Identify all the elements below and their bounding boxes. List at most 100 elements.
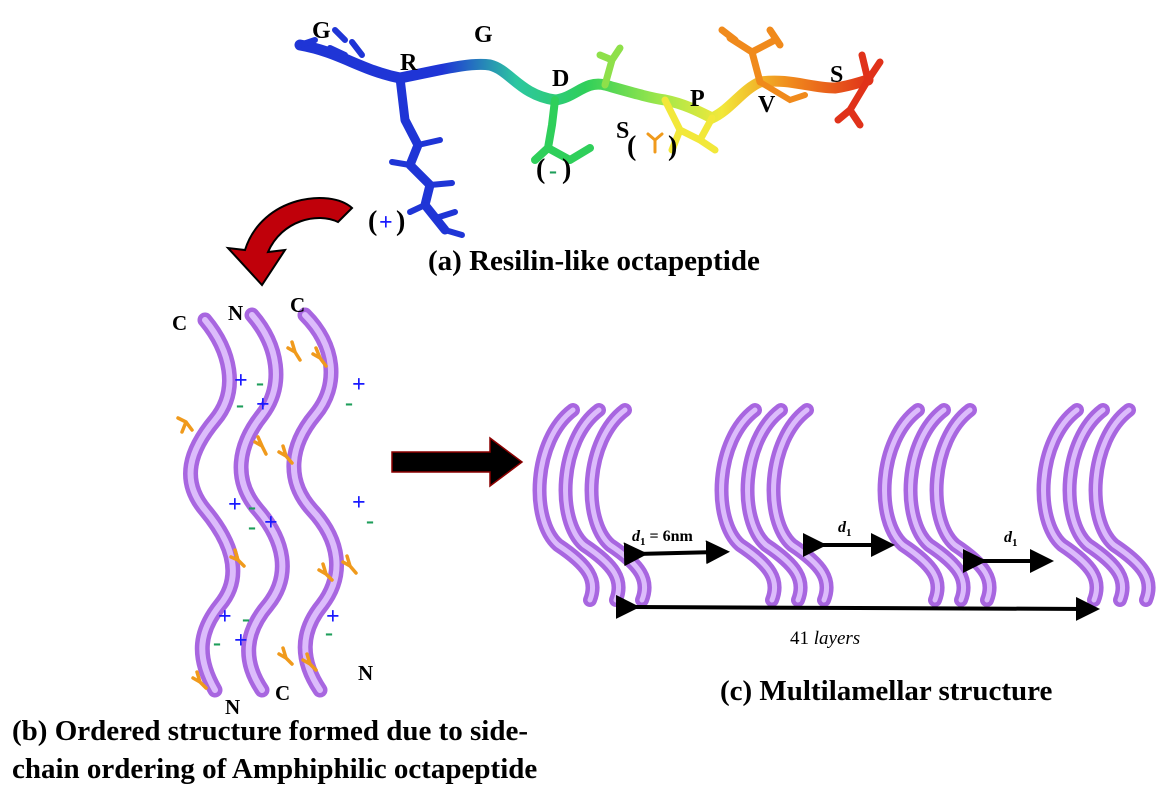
lamella-fiber-highlight xyxy=(537,407,596,603)
residue-label: G xyxy=(312,18,331,44)
hydrophobic-icon xyxy=(176,416,194,434)
spacing-label: d1 xyxy=(838,519,852,539)
hydrophobic-icon xyxy=(646,132,664,154)
lamella-fiber-highlight xyxy=(908,407,967,603)
valine-side-chain xyxy=(718,26,784,86)
positive-charge-symbol: + xyxy=(379,210,393,236)
residue-label: R xyxy=(400,50,418,76)
layers-span-arrow xyxy=(615,594,1100,621)
residue-label: G xyxy=(474,22,493,48)
layers-word: layers xyxy=(814,628,860,649)
hydrophobic-paren: ) xyxy=(668,131,677,162)
minus-charge: - xyxy=(256,370,264,396)
spacing-value: = 6nm xyxy=(646,528,694,545)
residue-label: S xyxy=(616,118,629,144)
spacing-label: d1 xyxy=(1004,529,1018,549)
hydrophobic-icon xyxy=(341,554,358,575)
plus-charge: + xyxy=(234,628,248,654)
multilamellar-structure xyxy=(532,403,1156,607)
minus-charge: - xyxy=(213,630,221,656)
lamella-fiber-highlight xyxy=(745,407,804,603)
plus-charge: + xyxy=(352,372,366,398)
hydrophobic-paren: ( xyxy=(627,131,636,162)
negative-charge-symbol: - xyxy=(549,158,557,184)
spacing-arrows xyxy=(615,533,1100,621)
lamella-fiber-highlight xyxy=(719,407,778,603)
lamella-fiber-highlight xyxy=(1041,407,1100,603)
lamella-fiber-highlight xyxy=(771,407,830,603)
negative-charge-paren: ) xyxy=(562,154,571,185)
plus-charge: + xyxy=(234,368,248,394)
terminus-label: N xyxy=(358,661,373,685)
lamella-fiber-highlight xyxy=(1067,407,1126,603)
fiber-highlight xyxy=(187,317,236,693)
spacing-subscript: 1 xyxy=(640,536,646,548)
layers-count: 41 xyxy=(790,628,809,649)
glycine-n-term xyxy=(297,27,365,58)
hydrophobic-icon xyxy=(277,444,294,465)
lamella-fiber-highlight xyxy=(934,407,993,603)
right-arrow-icon xyxy=(391,436,524,488)
hydrophobic-icon xyxy=(191,670,208,690)
panel-c-caption: (c) Multilamellar structure xyxy=(720,675,1052,707)
spacing-symbol: d xyxy=(838,519,847,536)
hydrophobic-icon xyxy=(277,646,294,666)
minus-charge: - xyxy=(248,494,256,520)
serine-c-term xyxy=(834,51,884,129)
panel-a-caption: (a) Resilin-like octapeptide xyxy=(428,245,760,277)
residue-label: P xyxy=(690,86,705,112)
spacing-subscript: 1 xyxy=(1012,537,1018,549)
plus-charge: + xyxy=(352,490,366,516)
plus-charge: + xyxy=(326,604,340,630)
panel-b-caption-line1: (b) Ordered structure formed due to side… xyxy=(12,715,528,747)
hydrophobic-icon xyxy=(301,652,318,672)
octapeptide-model: G R G D S P V S ( + ) ( - ) ( ) (a) Resi… xyxy=(294,18,884,277)
spacing-symbol: d xyxy=(632,528,641,545)
serine-side-chain xyxy=(596,44,624,89)
residue-label: D xyxy=(552,66,569,92)
minus-charge: - xyxy=(325,620,333,646)
hydrophobic-icon xyxy=(317,562,334,582)
minus-charge: - xyxy=(345,390,353,416)
lamella-fiber-highlight xyxy=(563,407,622,603)
spacing-subscript: 1 xyxy=(846,527,852,539)
panel-b-caption-line2: chain ordering of Amphiphilic octapeptid… xyxy=(12,753,537,785)
plus-charge: + xyxy=(256,392,270,418)
terminus-label: C xyxy=(172,311,187,335)
valine-lower xyxy=(757,79,808,104)
hydrophobic-icon xyxy=(253,435,268,456)
arginine-branch xyxy=(389,137,465,238)
minus-charge: - xyxy=(248,514,256,540)
proline-ring xyxy=(661,96,719,154)
hydrophobic-icon xyxy=(311,346,328,368)
minus-charge: - xyxy=(366,508,374,534)
hydrophobic-icon xyxy=(229,548,246,568)
minus-charge: - xyxy=(242,606,250,632)
hydrophobic-group xyxy=(176,340,358,690)
aspartate-side-chain xyxy=(531,96,594,164)
plus-charge: + xyxy=(264,510,278,536)
spacing-symbol: d xyxy=(1004,529,1013,546)
spacing-label: d1 = 6nm xyxy=(632,528,694,548)
fiber-highlight xyxy=(238,312,286,693)
positive-charge-paren: ( xyxy=(368,206,377,237)
terminus-label: N xyxy=(228,301,243,325)
plus-charge: + xyxy=(228,492,242,518)
ordered-structure: C N C N C N + - - + + - + - - + + - + - … xyxy=(12,293,537,785)
positive-charge-paren: ) xyxy=(396,206,405,237)
minus-charge: - xyxy=(236,392,244,418)
terminus-label: N xyxy=(225,695,240,719)
layers-label: 41 layers xyxy=(790,628,860,649)
hydrophobic-icon xyxy=(286,340,302,362)
lamella-fiber-highlight xyxy=(589,407,648,603)
lamella-fiber-highlight xyxy=(882,407,941,603)
peptide-backbone xyxy=(294,39,874,125)
terminus-label: C xyxy=(275,681,290,705)
residue-label: S xyxy=(830,62,843,88)
lamella-fiber-highlight xyxy=(1093,407,1152,603)
negative-charge-paren: ( xyxy=(536,154,545,185)
plus-charge: + xyxy=(218,604,232,630)
terminus-label: C xyxy=(290,293,305,317)
spacing-arrow xyxy=(623,540,730,567)
